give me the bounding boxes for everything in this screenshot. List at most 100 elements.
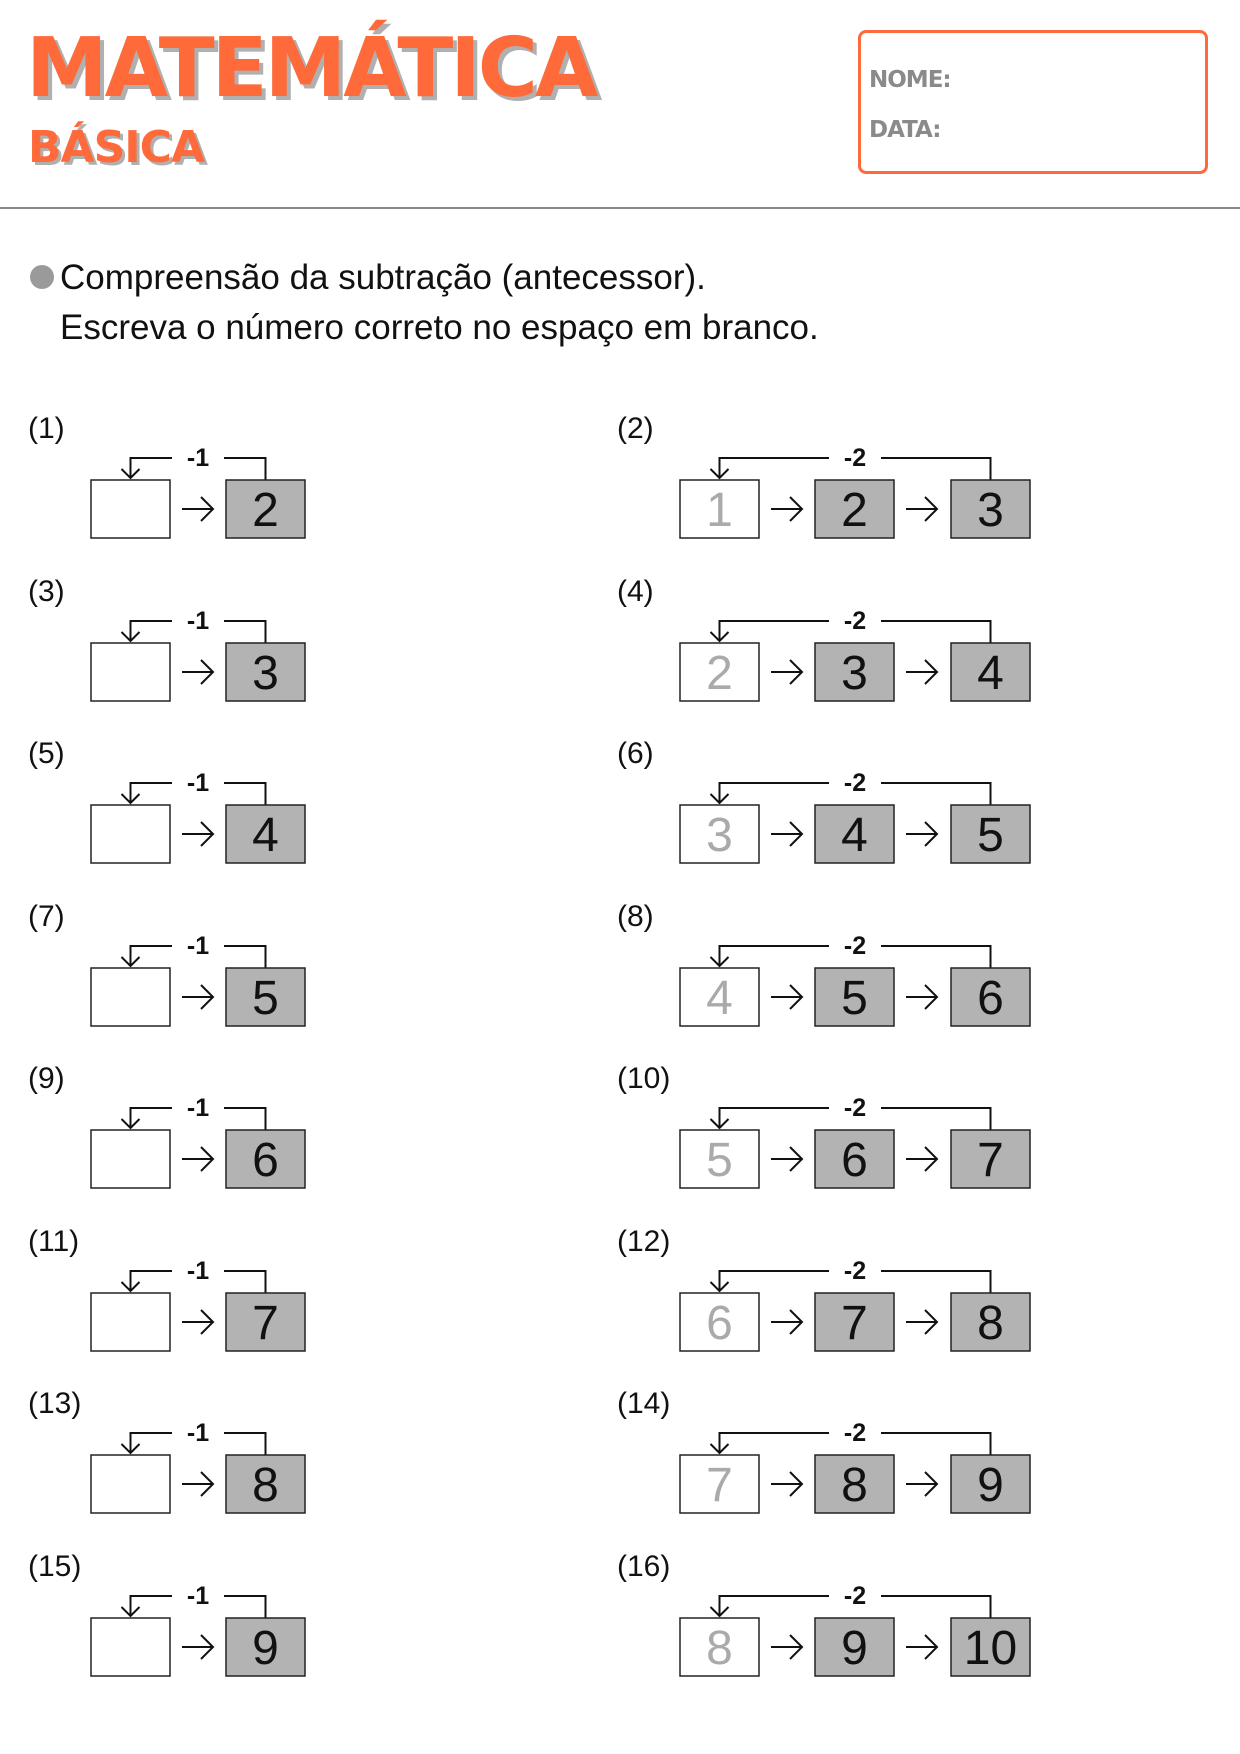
exercise-diagram: -14: [90, 769, 306, 864]
number-box: [950, 641, 1031, 702]
box-value: 7: [252, 1297, 279, 1350]
operation-label: -2: [844, 1257, 866, 1285]
operation-label: -2: [844, 769, 866, 797]
box-value: 6: [841, 1134, 868, 1187]
bracket-connector: [709, 1432, 992, 1455]
bracket-connector: [120, 1432, 267, 1455]
box-value: 2: [252, 484, 279, 537]
answer-box[interactable]: [90, 1291, 171, 1352]
hint-box: [679, 966, 760, 1027]
right-arrow-icon: [182, 1633, 215, 1660]
hint-box: [679, 1129, 760, 1189]
bracket-connector: [120, 944, 267, 968]
box-value: 9: [252, 1622, 279, 1675]
number-box: [814, 966, 895, 1027]
box-value: 5: [706, 1134, 733, 1187]
exercise-number: (16): [617, 1549, 671, 1583]
down-arrow-icon: [120, 468, 141, 480]
box-value: 1: [706, 484, 733, 537]
box-value: 4: [841, 809, 868, 862]
answer-box[interactable]: [90, 804, 171, 864]
hint-box: [679, 641, 760, 702]
box-value: 6: [706, 1297, 733, 1350]
date-label: DATA:: [869, 117, 941, 143]
exercise-diagram: -15: [90, 932, 306, 1027]
right-arrow-icon: [771, 983, 804, 1010]
hint-box: [679, 804, 760, 864]
exercise-number: (8): [617, 899, 654, 933]
box-value: 7: [841, 1297, 868, 1350]
answer-box[interactable]: [90, 966, 171, 1027]
right-arrow-icon: [771, 821, 804, 847]
exercise-number: (14): [617, 1387, 671, 1420]
down-arrow-icon: [120, 1118, 141, 1130]
exercise-number: (3): [28, 574, 65, 608]
operation-label: -1: [187, 1582, 209, 1610]
box-value: 2: [706, 647, 733, 700]
box-value: 2: [841, 484, 868, 537]
number-box: [225, 641, 306, 702]
down-arrow-icon: [709, 1443, 730, 1455]
bracket-connector: [120, 619, 267, 643]
exercise-diagram: -17: [90, 1257, 306, 1352]
operation-label: -2: [844, 607, 866, 635]
right-arrow-icon: [906, 1146, 939, 1172]
bracket-connector: [120, 1107, 267, 1130]
bracket-connector: [709, 782, 992, 805]
operation-label: -2: [844, 1419, 866, 1447]
number-box: [225, 1454, 306, 1514]
right-arrow-icon: [182, 1308, 215, 1335]
box-value: 7: [706, 1459, 733, 1512]
number-box: [950, 479, 1031, 539]
answer-box[interactable]: [90, 1616, 171, 1677]
number-box: [950, 1291, 1031, 1352]
right-arrow-icon: [182, 983, 215, 1010]
number-box: [225, 1291, 306, 1352]
right-arrow-icon: [771, 1146, 804, 1172]
answer-box[interactable]: [90, 641, 171, 702]
box-value: 3: [841, 647, 868, 700]
number-box: [814, 641, 895, 702]
answer-box[interactable]: [90, 1129, 171, 1189]
number-box: [814, 804, 895, 864]
operation-label: -1: [187, 607, 209, 635]
box-value: 4: [252, 809, 279, 862]
number-box: [950, 1616, 1031, 1677]
name-label: NOME:: [869, 67, 952, 93]
number-box: [950, 1129, 1031, 1189]
number-box: [814, 1129, 895, 1189]
operation-label: -2: [844, 444, 866, 472]
down-arrow-icon: [120, 1605, 141, 1617]
number-box: [225, 479, 306, 539]
answer-box[interactable]: [90, 479, 171, 539]
number-box: [814, 1454, 895, 1514]
down-arrow-icon: [709, 468, 730, 480]
down-arrow-icon: [709, 793, 730, 805]
number-box: [950, 966, 1031, 1027]
instruction-line-1: Compreensão da subtração (antecessor).: [60, 258, 706, 297]
bracket-connector: [709, 1269, 992, 1293]
right-arrow-icon: [182, 1146, 215, 1172]
bracket-connector: [709, 619, 992, 643]
answer-box[interactable]: [90, 1454, 171, 1514]
hint-box: [679, 1291, 760, 1352]
number-box: [225, 804, 306, 864]
box-value: 8: [252, 1459, 279, 1512]
box-value: 5: [252, 972, 279, 1025]
operation-label: -1: [187, 1094, 209, 1122]
down-arrow-icon: [120, 955, 141, 967]
operation-label: -2: [844, 1582, 866, 1610]
